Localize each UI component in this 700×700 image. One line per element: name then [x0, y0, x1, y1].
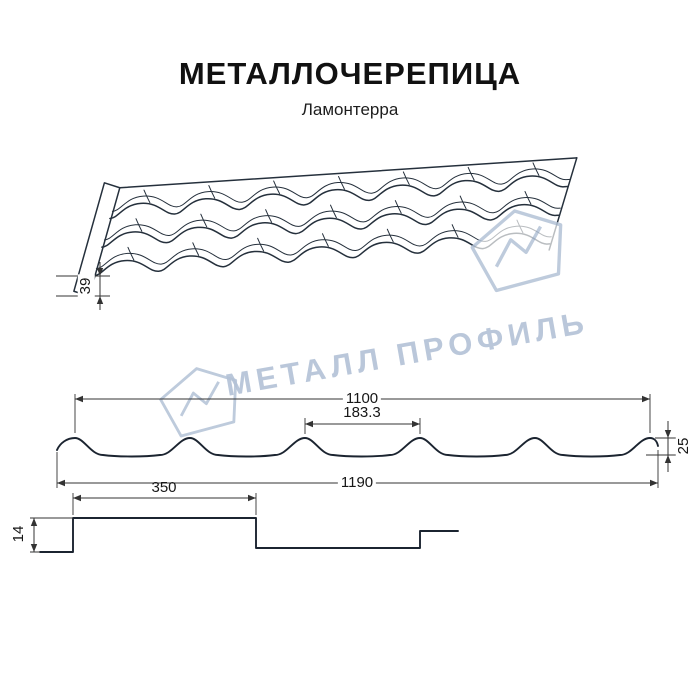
page-subtitle: Ламонтерра: [301, 100, 399, 119]
overlap-step-line: [39, 517, 459, 553]
dim-label-profile-height-25: 25: [675, 434, 693, 458]
tile-row-fold-line: [111, 168, 571, 212]
watermark-logo-top: [470, 209, 563, 293]
tile-row-edge: [109, 175, 569, 220]
dim-label-step-height-14: 14: [10, 522, 28, 546]
extension-lines-overlap: [30, 493, 257, 553]
dim-label-module-length-350: 350: [151, 478, 177, 496]
page-title: МЕТАЛЛОЧЕРЕПИЦА: [178, 56, 522, 91]
wave-rib-lines: [127, 162, 540, 261]
dim-label-overall-width-1190: 1190: [337, 474, 377, 492]
rake-board: [73, 182, 121, 297]
watermark-checkmark: [494, 225, 543, 268]
dim-label-step-height-39: 39: [77, 274, 95, 298]
roof-top-edge: [119, 157, 578, 189]
overlap-side-view: [30, 493, 459, 553]
tile-row-fold-line: [103, 197, 561, 241]
profile-wave-line: [56, 437, 659, 458]
dim-label-wave-pitch-183: 183.3: [343, 403, 381, 421]
dim-label-cover-width-1100: 1100: [342, 390, 382, 408]
tile-row-edge: [101, 204, 560, 248]
